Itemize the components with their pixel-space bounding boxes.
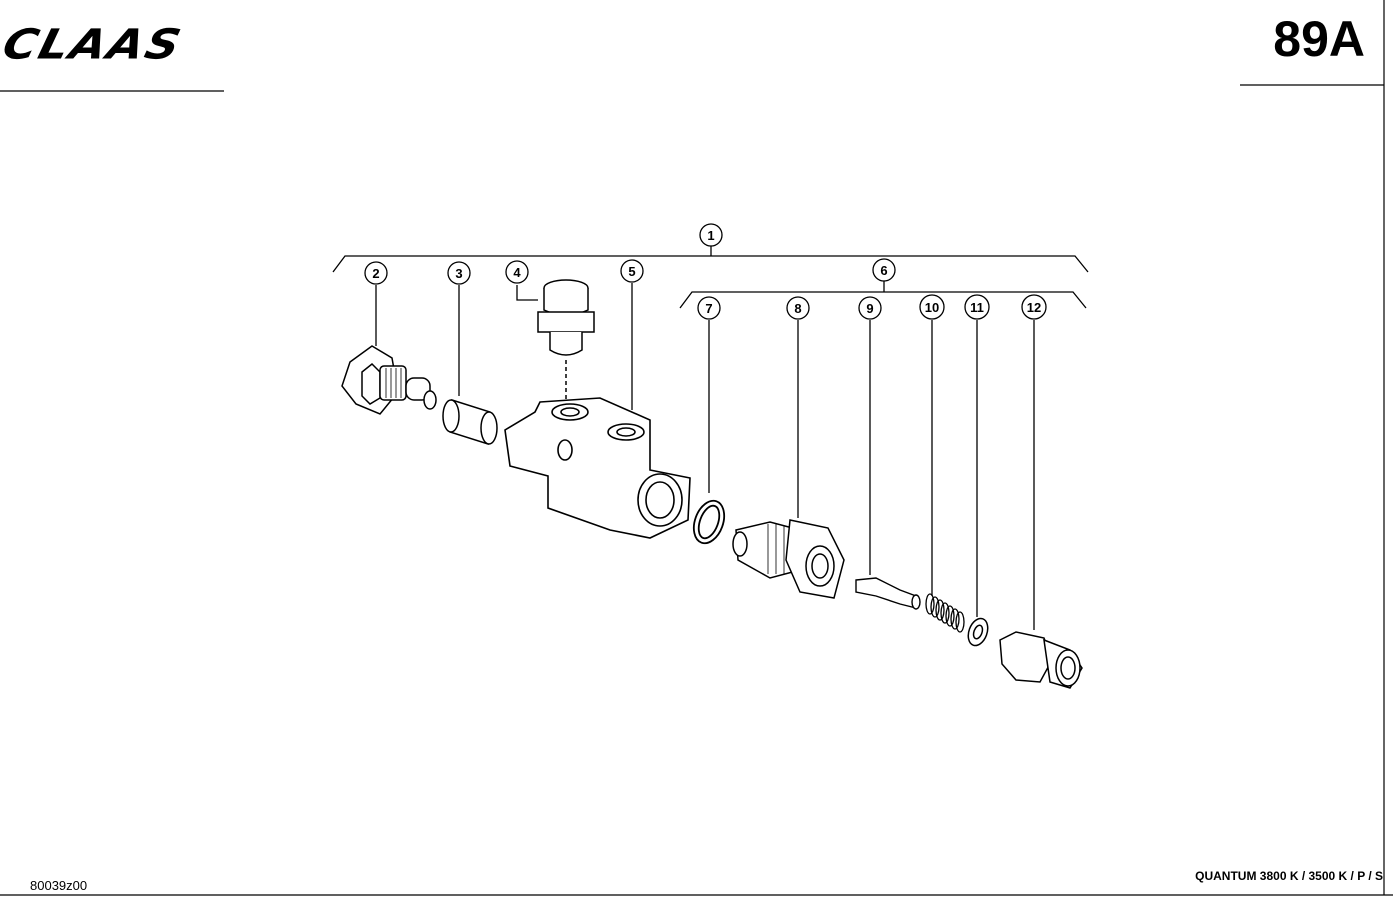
svg-text:4: 4 xyxy=(513,265,521,280)
callout-9: 9 xyxy=(858,296,882,320)
svg-text:12: 12 xyxy=(1027,300,1041,315)
model-designation: QUANTUM 3800 K / 3500 K / P / S xyxy=(1195,869,1383,883)
callout-12: 12 xyxy=(1021,294,1047,320)
svg-text:11: 11 xyxy=(970,300,984,315)
part-11-washer xyxy=(967,617,989,647)
svg-text:3: 3 xyxy=(455,266,462,281)
part-4-fitting xyxy=(537,279,595,400)
part-3-sleeve xyxy=(442,398,498,446)
part-2-plug xyxy=(341,345,437,415)
callout-4: 4 xyxy=(505,260,529,284)
svg-text:1: 1 xyxy=(707,228,714,243)
callout-8: 8 xyxy=(786,296,810,320)
page-number: 89A xyxy=(1273,11,1365,67)
callout-5: 5 xyxy=(620,259,644,283)
drawing-code: 80039z00 xyxy=(30,878,88,893)
callout-10: 10 xyxy=(919,294,945,320)
callout-2: 2 xyxy=(364,261,388,285)
svg-text:9: 9 xyxy=(866,301,873,316)
callout-3: 3 xyxy=(447,261,471,285)
part-10-spring xyxy=(925,593,965,633)
part-7-o-ring xyxy=(692,499,726,545)
part-9-poppet xyxy=(855,577,921,610)
callout-1: 1 xyxy=(699,223,723,247)
svg-text:10: 10 xyxy=(925,300,939,315)
svg-text:5: 5 xyxy=(628,264,635,279)
svg-text:7: 7 xyxy=(705,301,712,316)
part-5-valve-body xyxy=(504,397,691,539)
part-12-end-fitting xyxy=(999,631,1083,689)
svg-text:8: 8 xyxy=(794,301,801,316)
bracket-assembly-1 xyxy=(332,255,1089,273)
callout-11: 11 xyxy=(964,294,990,320)
part-8-cartridge xyxy=(732,519,845,599)
svg-text:6: 6 xyxy=(880,263,887,278)
svg-text:2: 2 xyxy=(372,266,379,281)
bracket-assembly-6 xyxy=(679,291,1087,309)
callout-7: 7 xyxy=(697,296,721,320)
callout-6: 6 xyxy=(872,258,896,282)
